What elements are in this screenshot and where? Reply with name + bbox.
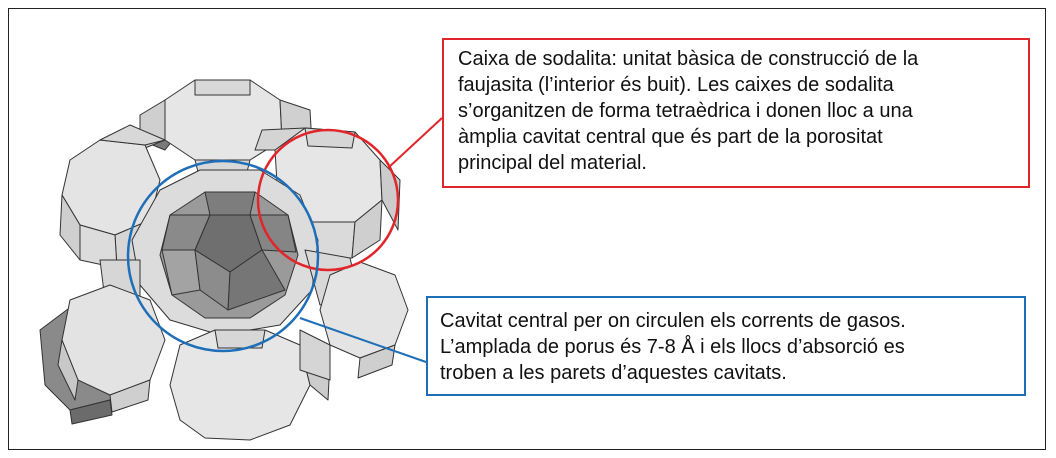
sodalite-cage-right [254, 127, 401, 259]
callout-text-line: L’amplada de porus és 7-8 Å i els llocs … [440, 336, 905, 358]
central-cavity [159, 191, 299, 319]
callout-text-line: principal del material. [458, 152, 647, 174]
callout-text-line: s’organitzen de forma tetraèdrica i done… [458, 100, 913, 122]
callout-text-line: Caixa de sodalita: unitat bàsica de cons… [458, 48, 919, 70]
callout-text-line: troben a les parets d’aquestes cavitats. [440, 362, 787, 384]
sodalite-cage-callout: Caixa de sodalita: unitat bàsica de cons… [442, 38, 1030, 188]
sodalite-cage-upper-left [59, 124, 166, 269]
central-cavity-callout: Cavitat central per on circulen els corr… [426, 296, 1026, 396]
sodalite-highlight-circle [256, 128, 400, 272]
callout-text-line: Cavitat central per on circulen els corr… [440, 310, 906, 332]
callout-text-line: faujasita (l’interior és buit). Les caix… [458, 74, 894, 96]
sodalite-cage-lower-right [299, 261, 409, 381]
sodalite-cage-lower-left [57, 284, 166, 413]
sodalite-leader-line [387, 117, 443, 169]
callout-text-line: àmplia cavitat central que és part de la… [458, 126, 883, 148]
cavity-highlight-circle [126, 159, 320, 353]
sodalite-cage-top [139, 79, 313, 181]
figure-frame [8, 8, 1046, 450]
cavity-leader-line [299, 317, 427, 363]
